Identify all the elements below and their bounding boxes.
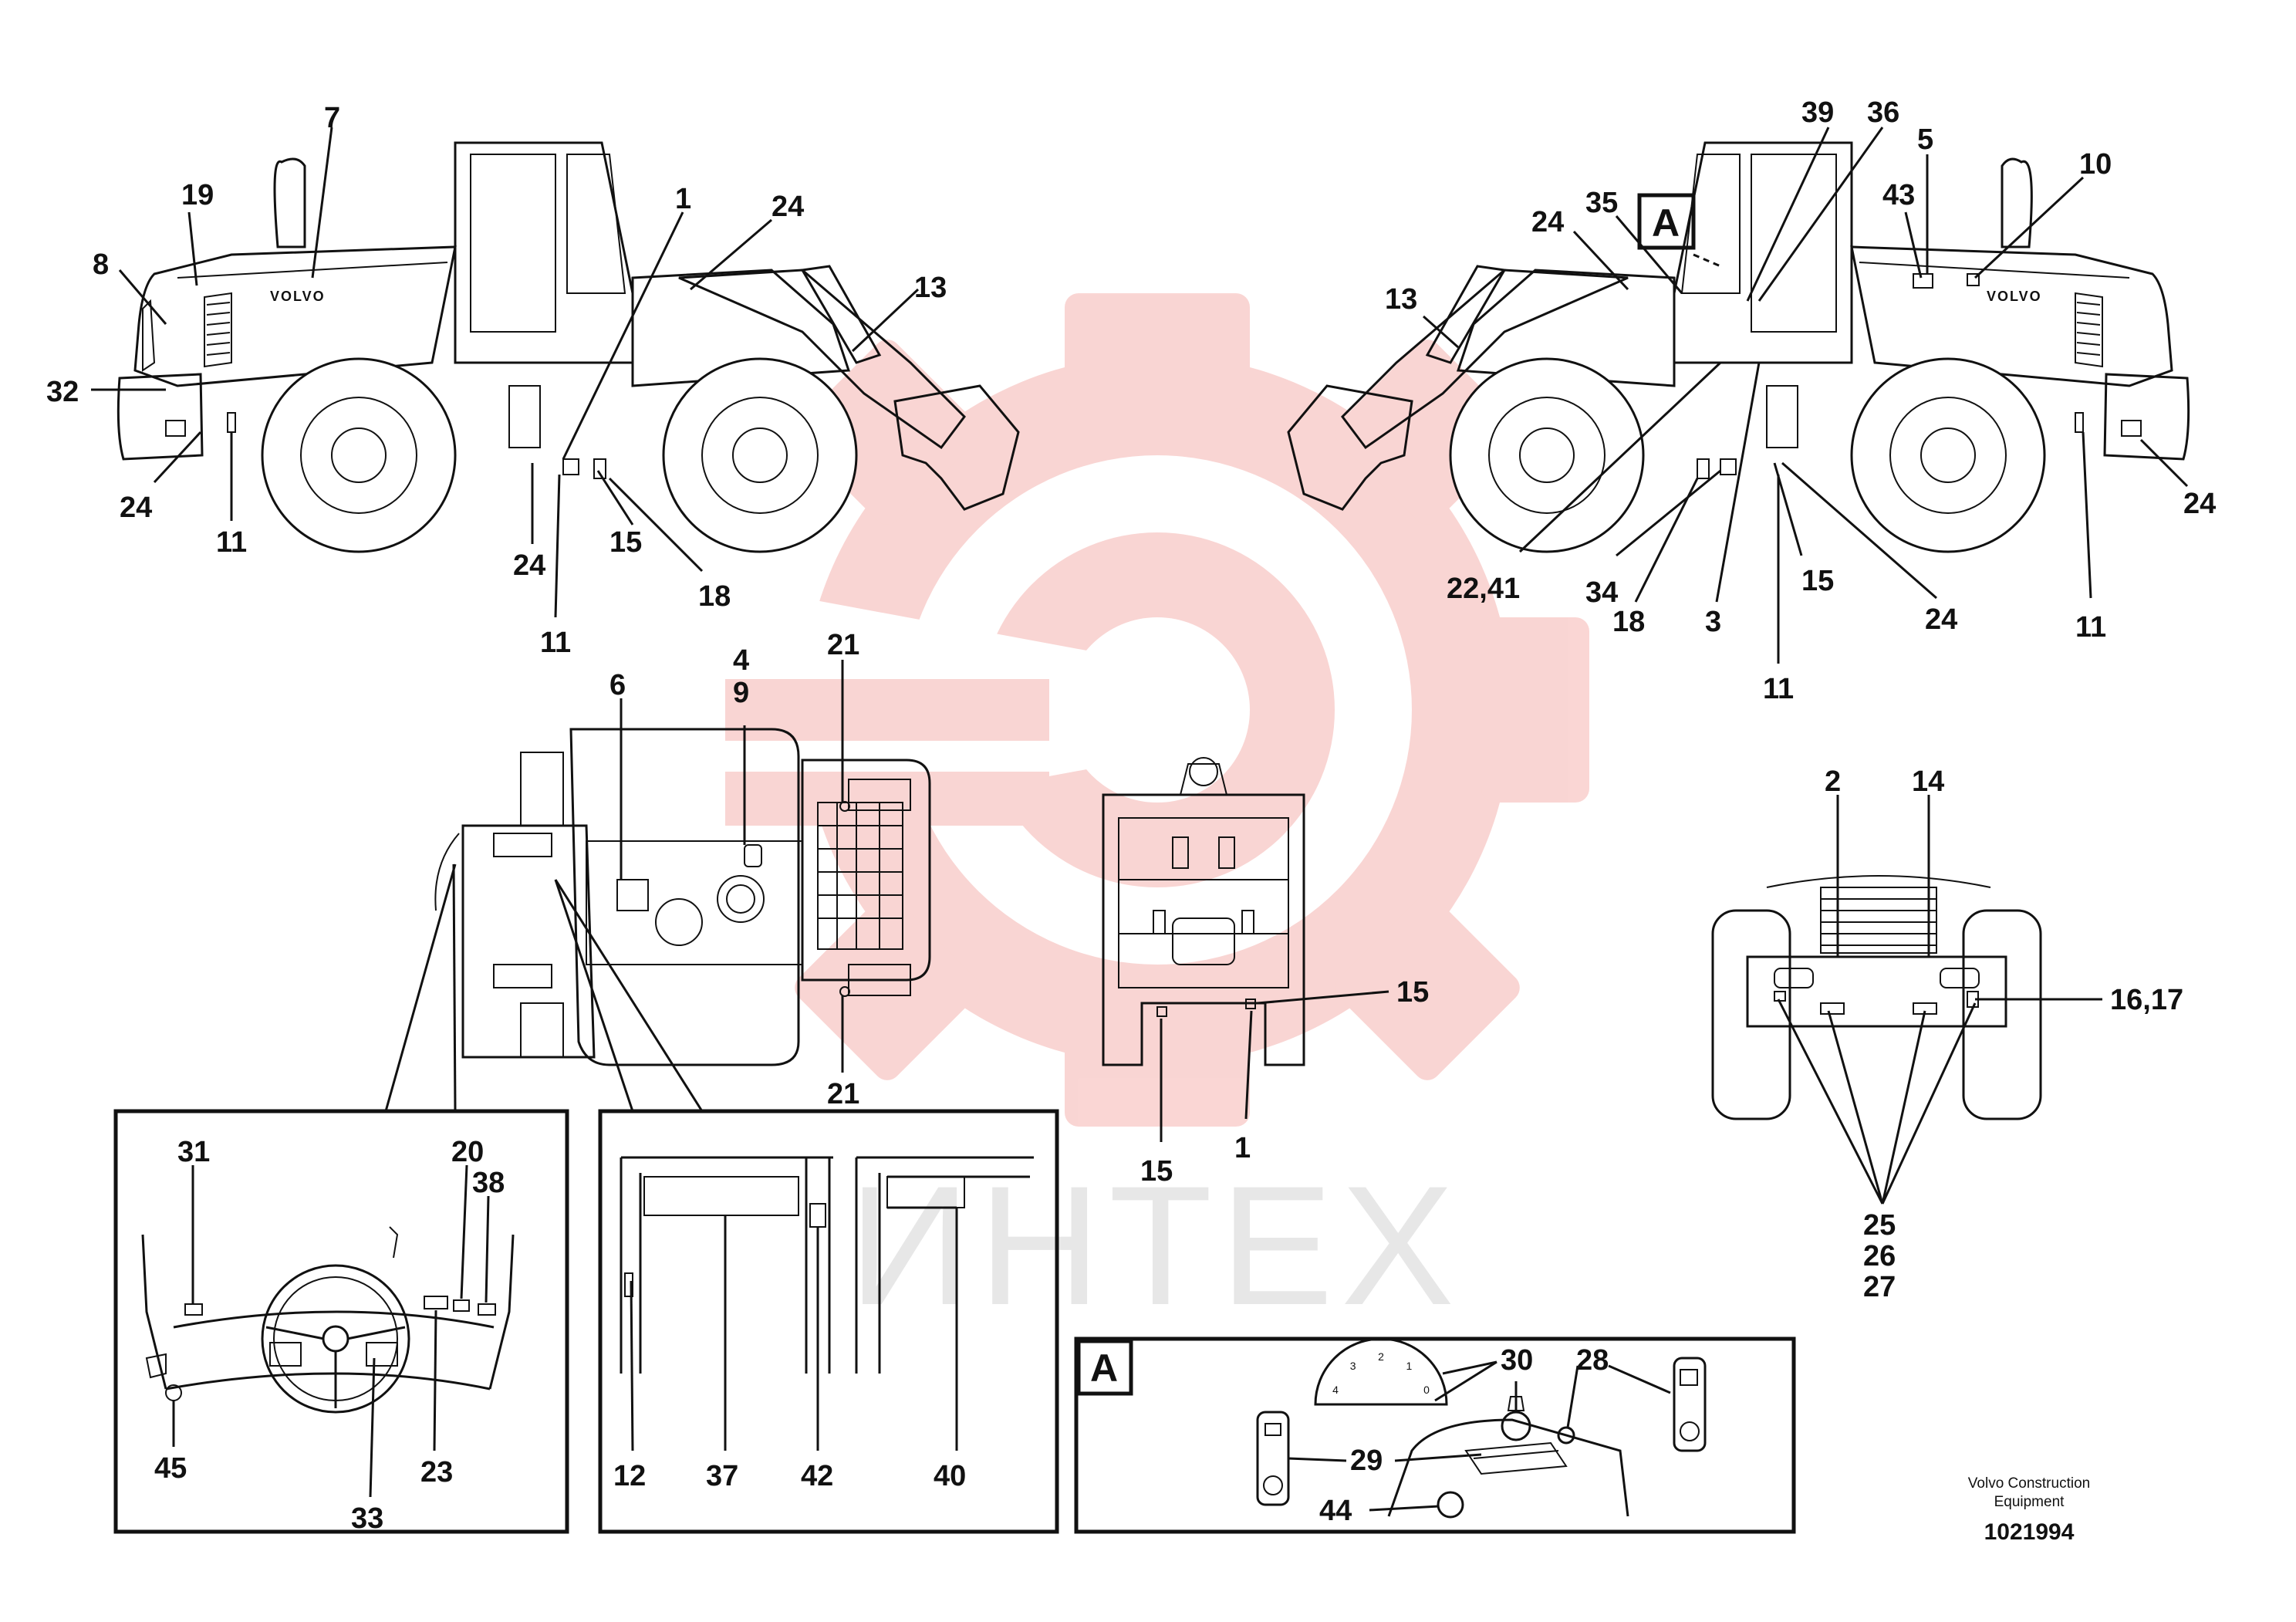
callout-24: 24 (120, 492, 152, 524)
callout-24: 24 (513, 549, 545, 582)
callout-24: 24 (1531, 206, 1564, 238)
top-view: 6 4 9 21 21 (384, 629, 931, 1112)
callout-5: 5 (1917, 123, 1933, 156)
rear-view: 2 14 16,17 25 26 27 (1711, 765, 2183, 1303)
frame-view: 15 15 1 (1102, 757, 1429, 1188)
callout-21: 21 (827, 1078, 859, 1110)
detail-a-inset-tag: A (1090, 1347, 1118, 1390)
callout-2: 2 (1825, 765, 1841, 798)
callout-16-17: 16,17 (2110, 984, 2183, 1016)
callout-29: 29 (1350, 1445, 1383, 1477)
door-inset: 12 37 42 40 (598, 1109, 1059, 1534)
callout-8: 8 (93, 248, 109, 281)
callout-10: 10 (2079, 148, 2112, 181)
publisher-line-2: Equipment (1994, 1494, 2065, 1510)
callout-37: 37 (706, 1460, 738, 1492)
dash-inset: 31 20 38 45 33 23 (113, 1109, 569, 1535)
callout-15: 15 (1801, 565, 1834, 597)
callout-33: 33 (351, 1502, 383, 1535)
callout-28: 28 (1576, 1344, 1609, 1377)
callout-11: 11 (540, 627, 571, 659)
callout-13: 13 (1385, 283, 1417, 316)
left-side-view: VOLVO (46, 102, 1020, 659)
machine-brand-label: VOLVO (270, 289, 326, 304)
callout-11: 11 (2075, 611, 2106, 644)
callout-34: 34 (1585, 576, 1618, 609)
callout-30: 30 (1501, 1344, 1533, 1377)
dial-mark: 3 (1350, 1360, 1356, 1372)
callout-27: 27 (1863, 1271, 1896, 1303)
callout-9: 9 (733, 677, 749, 709)
callout-24: 24 (2183, 488, 2216, 520)
detail-a-tag-box (1637, 193, 1696, 250)
callout-7: 7 (324, 102, 340, 134)
callout-24: 24 (1925, 603, 1957, 636)
right-side-view: VOLVO A (1287, 96, 2216, 705)
callout-38: 38 (472, 1167, 505, 1199)
callout-4: 4 (733, 644, 749, 677)
dial-mark: 0 (1423, 1384, 1430, 1396)
callout-14: 14 (1912, 765, 1944, 798)
publisher-line-1: Volvo Construction (1968, 1475, 2090, 1492)
callout-23: 23 (420, 1456, 453, 1489)
callout-36: 36 (1867, 96, 1899, 129)
callout-6: 6 (609, 669, 626, 701)
callout-15: 15 (609, 526, 642, 559)
callout-39: 39 (1801, 96, 1834, 129)
callout-31: 31 (177, 1136, 210, 1168)
callout-19: 19 (181, 179, 214, 211)
callout-1: 1 (1234, 1132, 1251, 1164)
callout-11: 11 (216, 526, 247, 559)
callout-32: 32 (46, 376, 79, 408)
callout-35: 35 (1585, 187, 1618, 219)
title-block: Volvo Construction Equipment 1021994 (1968, 1475, 2090, 1545)
callout-18: 18 (698, 580, 731, 613)
dial-mark: 1 (1406, 1360, 1413, 1372)
callout-1: 1 (675, 183, 691, 215)
callout-40: 40 (934, 1460, 966, 1492)
callout-42: 42 (801, 1460, 833, 1492)
watermark-text: ИНТЕХ (849, 1151, 1462, 1340)
callout-22-41: 22,41 (1447, 573, 1520, 605)
drawing-number: 1021994 (1984, 1519, 2075, 1545)
watermark-gear-logo (725, 293, 1589, 1127)
callout-13: 13 (914, 272, 947, 304)
callout-24: 24 (772, 191, 804, 223)
callout-21: 21 (827, 629, 859, 661)
callout-3: 3 (1705, 606, 1721, 638)
callout-20: 20 (451, 1136, 484, 1168)
dial-mark: 4 (1332, 1384, 1339, 1396)
detail-a-tag: A (1652, 201, 1680, 245)
callout-11: 11 (1763, 673, 1794, 705)
dial-mark: 2 (1378, 1350, 1384, 1363)
detail-a-inset: A 43 2 10 30 28 29 44 (1074, 1336, 1796, 1534)
callout-43: 43 (1882, 179, 1915, 211)
machine-brand-label: VOLVO (1987, 289, 2042, 304)
callout-26: 26 (1863, 1240, 1896, 1272)
callout-12: 12 (613, 1460, 646, 1492)
callout-15: 15 (1140, 1155, 1173, 1188)
callout-15: 15 (1396, 976, 1429, 1009)
callout-25: 25 (1863, 1209, 1896, 1242)
callout-45: 45 (154, 1452, 187, 1485)
callout-44: 44 (1319, 1495, 1352, 1527)
callout-18: 18 (1612, 606, 1645, 638)
